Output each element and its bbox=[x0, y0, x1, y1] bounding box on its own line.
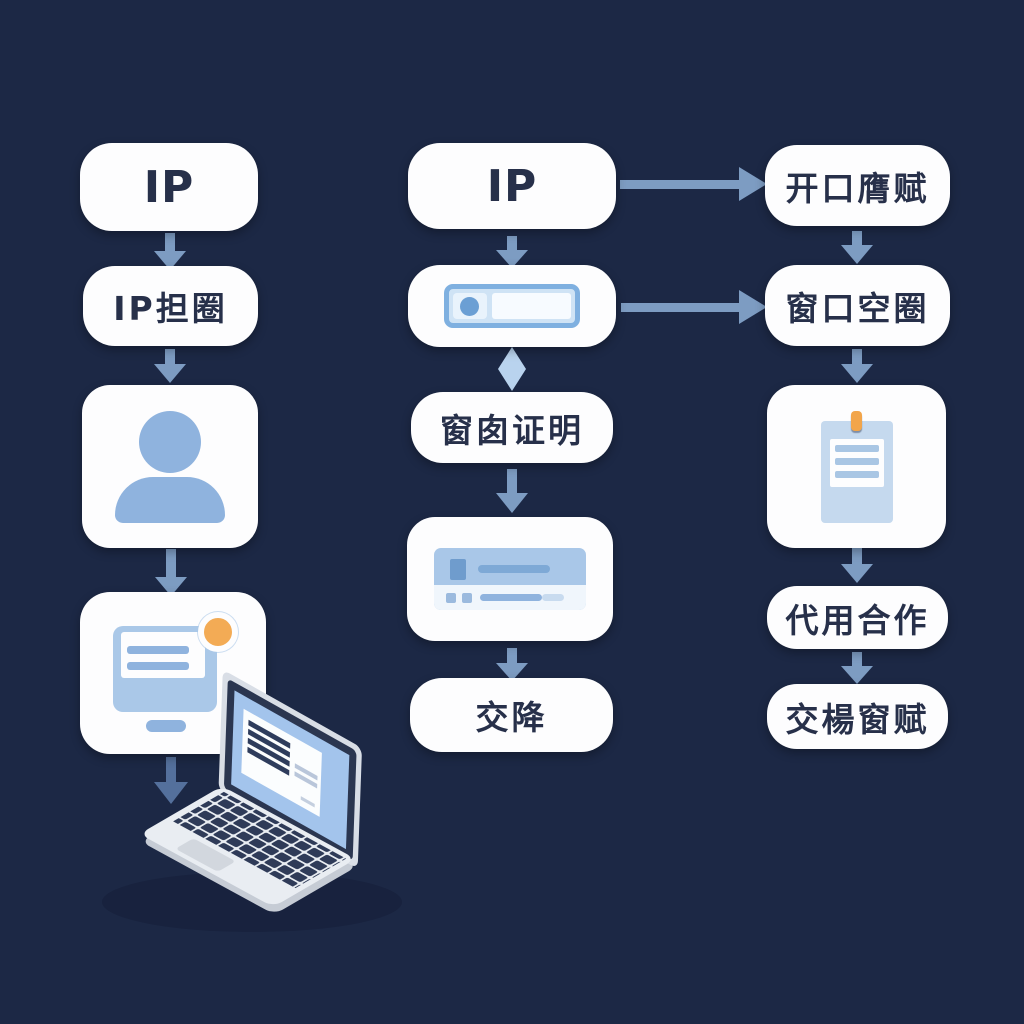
box-label: IP担圈 bbox=[113, 289, 228, 328]
box-label: 开口膺赋 bbox=[785, 168, 930, 208]
user-shoulders bbox=[115, 476, 225, 523]
text-line bbox=[127, 662, 189, 670]
flow-box-kaikou: 开口膺赋 bbox=[765, 145, 950, 226]
box-label: 交降 bbox=[475, 698, 548, 737]
user-head bbox=[139, 410, 201, 473]
clipboard-icon bbox=[820, 410, 894, 523]
arrow-down-icon bbox=[154, 233, 187, 596]
box-label: 交楊窗赋 bbox=[785, 699, 930, 739]
box-label: 窗囱证明 bbox=[440, 410, 584, 450]
flow-box-ip-tuquan: IP担圈 bbox=[83, 266, 258, 346]
pin-icon bbox=[850, 410, 862, 431]
flow-box-ip-left: IP bbox=[80, 143, 258, 231]
flow-box-jiaojiang: 交降 bbox=[410, 678, 613, 752]
form-card-icon bbox=[434, 548, 586, 610]
flow-box-form-card bbox=[407, 517, 613, 641]
flow-box-certificate: 窗囱证明 bbox=[411, 392, 613, 463]
diamond-connector-icon bbox=[498, 347, 526, 391]
arrow-down-icon bbox=[154, 757, 188, 804]
document-panel bbox=[121, 632, 205, 678]
text-line bbox=[834, 457, 879, 465]
arrow-down-icon bbox=[496, 236, 528, 681]
box-label: IP bbox=[486, 160, 538, 212]
arrow-right-icon bbox=[620, 167, 767, 324]
text-line bbox=[834, 444, 879, 452]
monitor-document-icon bbox=[108, 612, 238, 734]
flow-box-clipboard bbox=[767, 385, 946, 548]
flow-box-user bbox=[82, 385, 258, 548]
flow-box-search-bar bbox=[408, 265, 616, 347]
flow-box-chuangkou: 窗口空圈 bbox=[765, 265, 950, 346]
text-line bbox=[542, 594, 564, 601]
small-square-icon bbox=[462, 593, 472, 603]
text-line bbox=[127, 646, 189, 654]
thumbnail-square bbox=[450, 559, 466, 580]
text-line bbox=[834, 470, 879, 478]
text-line bbox=[478, 565, 550, 573]
small-square-icon bbox=[446, 593, 456, 603]
box-label: 代用合作 bbox=[785, 600, 930, 640]
notification-badge-icon bbox=[198, 612, 238, 652]
arrow-down-icon bbox=[841, 231, 873, 684]
flow-box-ip-middle: IP bbox=[408, 143, 616, 229]
box-label: IP bbox=[143, 161, 195, 213]
search-bar-icon bbox=[444, 284, 580, 328]
circle-icon bbox=[460, 297, 479, 316]
flow-box-jiaoyang: 交楊窗赋 bbox=[767, 684, 948, 749]
flow-box-daiyong: 代用合作 bbox=[767, 586, 948, 649]
text-line bbox=[480, 594, 542, 601]
user-icon bbox=[110, 410, 230, 523]
box-label: 窗口空圈 bbox=[785, 288, 930, 328]
input-field-shape bbox=[492, 293, 571, 319]
monitor-stand bbox=[146, 720, 186, 732]
flow-box-monitor-document bbox=[80, 592, 266, 754]
